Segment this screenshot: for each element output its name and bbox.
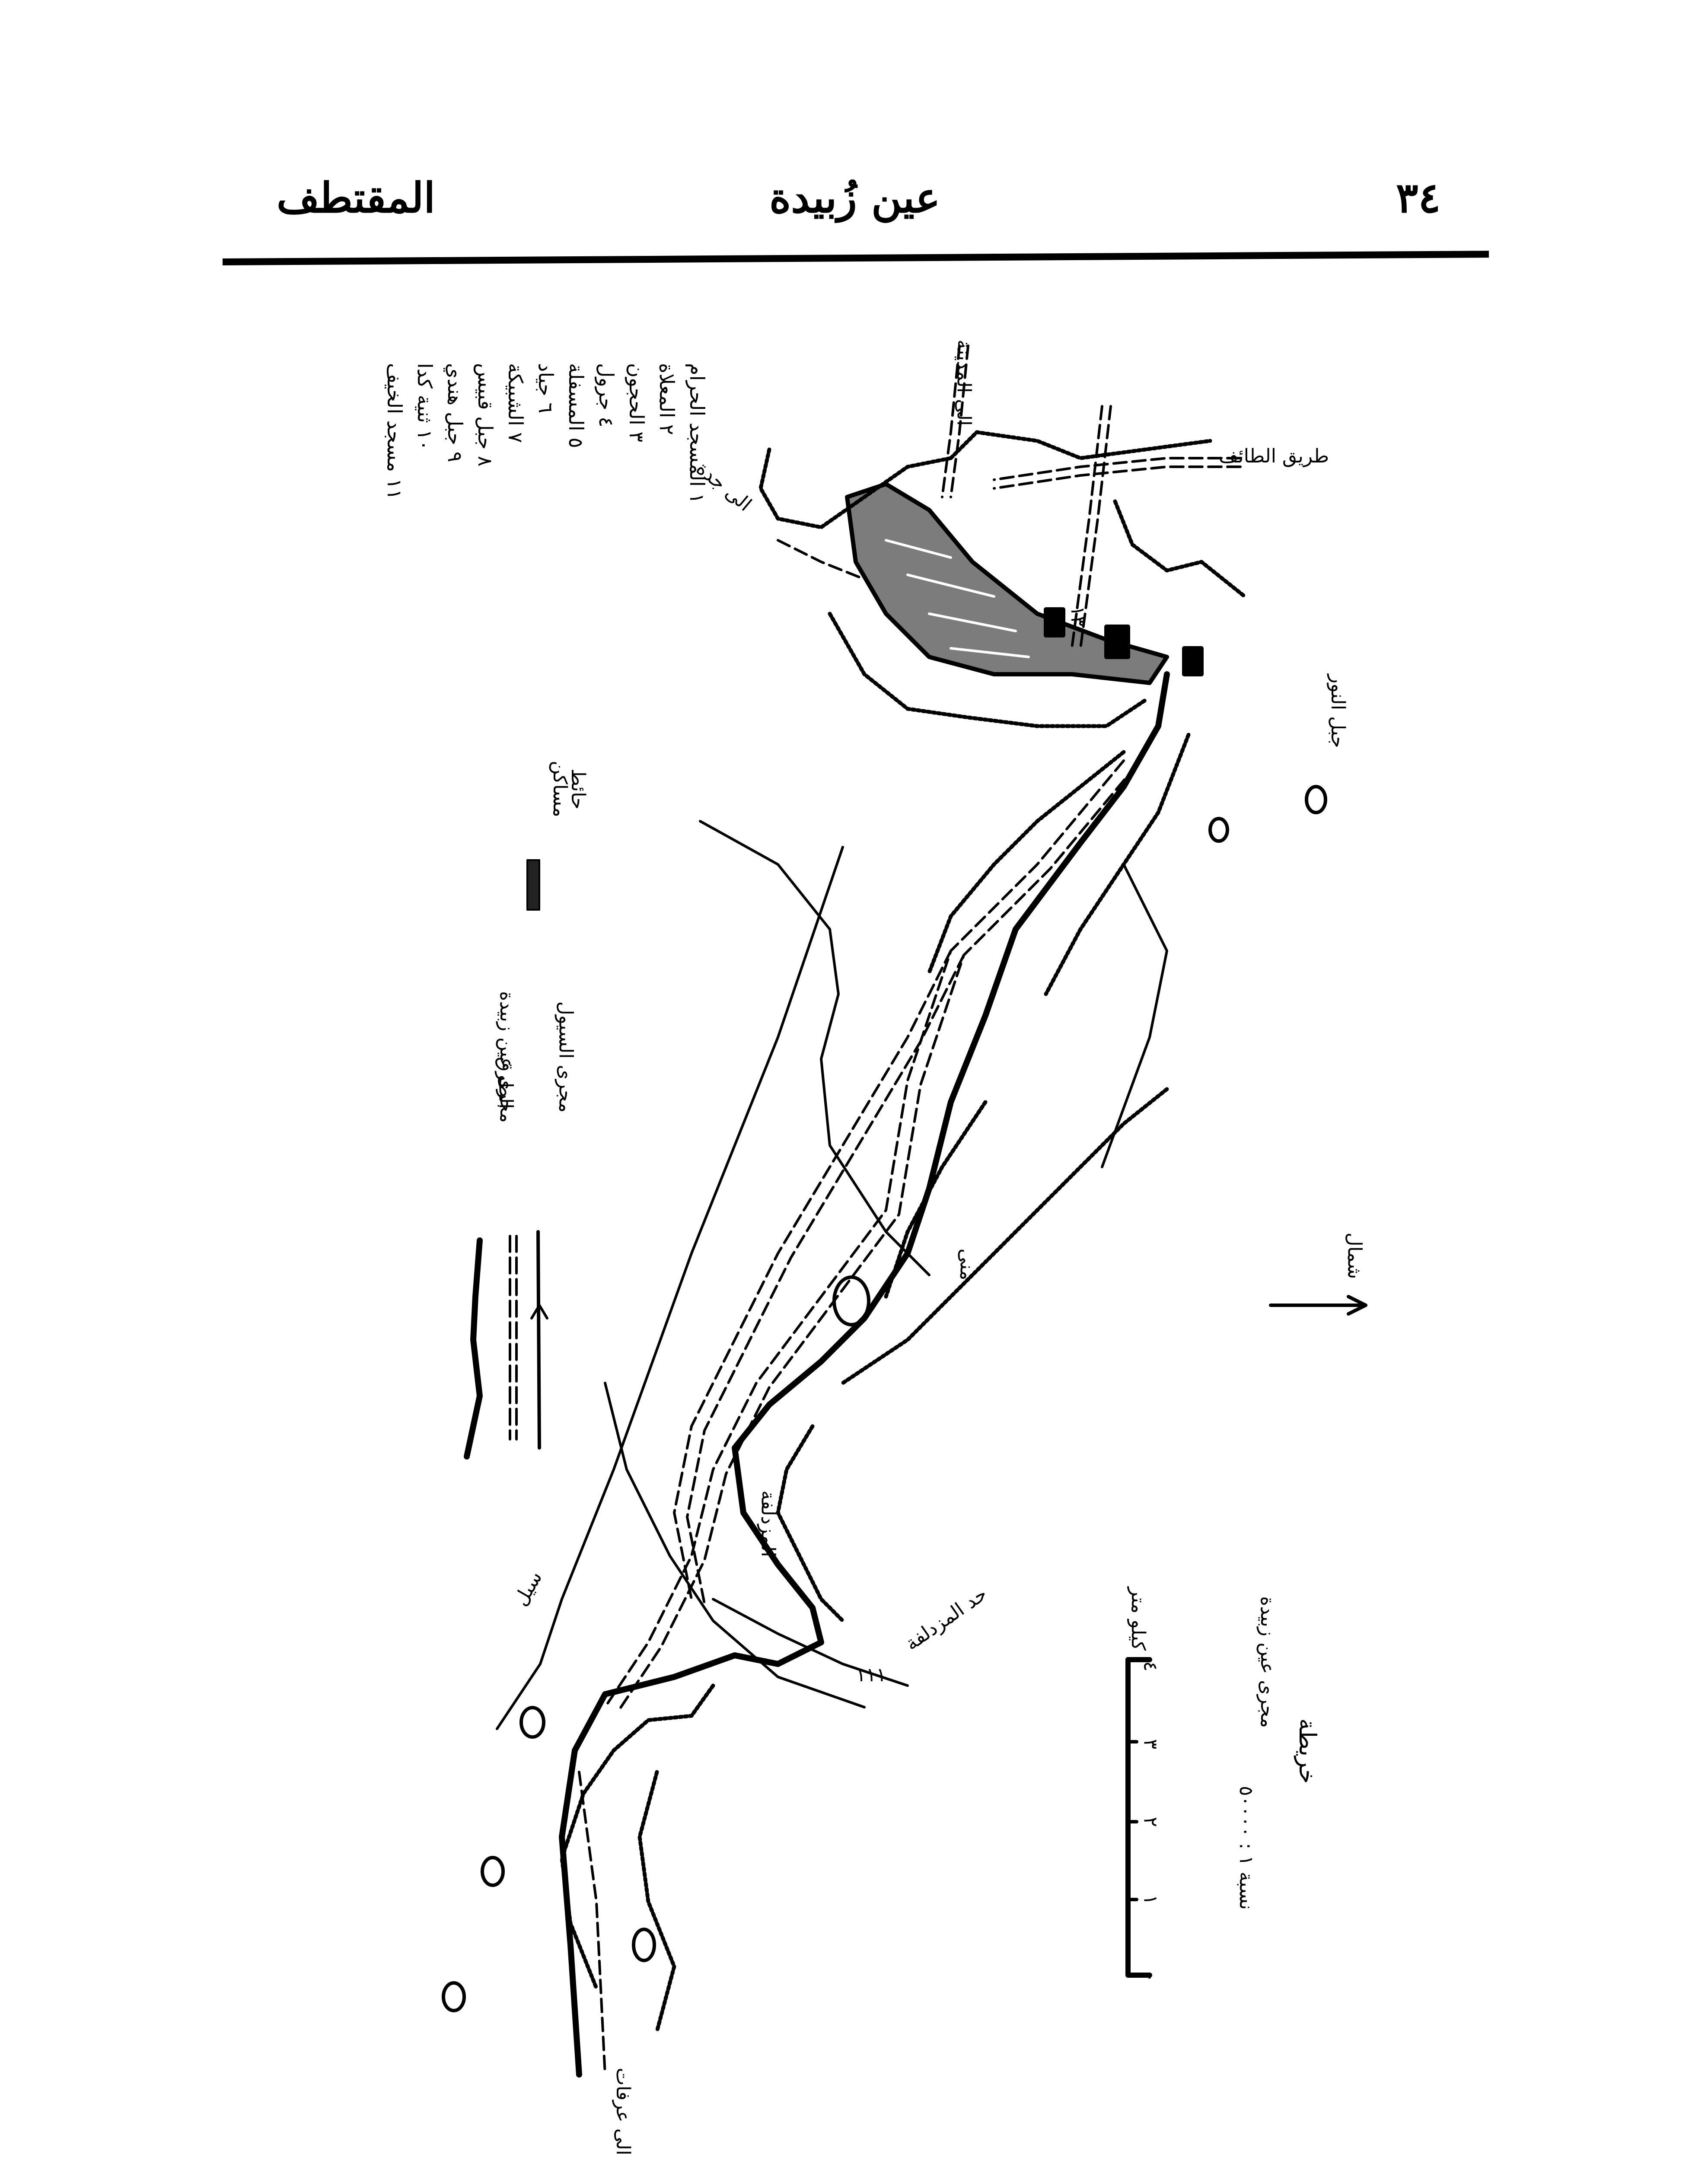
line-legend-samples bbox=[464, 1230, 548, 1460]
page-number: ٣٤ bbox=[1396, 173, 1441, 222]
marker-13-label: ١٣ bbox=[1067, 606, 1089, 627]
muzdalifa-boundary bbox=[712, 1598, 909, 1687]
to-madina-label: الى المدينة bbox=[953, 339, 975, 426]
article-title: عين زُبيدة bbox=[769, 173, 940, 222]
to-taif-label: طريق الطائف bbox=[1219, 445, 1329, 467]
map-scale-note: نسبة ١ : ٥٠٠٠٠ bbox=[1235, 1786, 1257, 1910]
scale-tick-label: ٣ bbox=[1139, 1739, 1162, 1750]
scale-tick-label: ٢ bbox=[1139, 1817, 1162, 1827]
jabal-nour-label: جبل النور bbox=[1326, 674, 1349, 748]
muzdalifa-label: المزدلفة bbox=[757, 1490, 779, 1557]
legend-channel-line bbox=[464, 1237, 483, 1460]
mecca-city bbox=[845, 482, 1204, 685]
arafat-label: الى عرفات bbox=[612, 2068, 634, 2155]
key-item: ٧ الشبيكة bbox=[504, 363, 527, 443]
scale-tick-label: ٠ bbox=[1139, 1972, 1162, 1983]
ain-zubaida-channel bbox=[559, 671, 1170, 2078]
north-arrow-icon bbox=[1269, 1295, 1367, 1316]
mina-label: منى bbox=[956, 1248, 978, 1281]
marker-111-label: ١١١ bbox=[856, 1664, 886, 1686]
legend-flood-label: مجرى السيول bbox=[554, 1001, 577, 1113]
header-rule bbox=[222, 251, 1489, 265]
scale-tick-label: ١ bbox=[1139, 1894, 1162, 1905]
legend-road-line bbox=[509, 1235, 518, 1441]
key-item: ١١ مسجد الخيف bbox=[383, 363, 406, 500]
scale-bar bbox=[1125, 1657, 1152, 1978]
north-label: شمال bbox=[1343, 1232, 1366, 1279]
key-item: ١٠ ثنية كدا bbox=[413, 363, 437, 451]
key-item: ٢ المعلاة bbox=[655, 363, 679, 435]
mountain-icons bbox=[442, 785, 1327, 2012]
flood-channels bbox=[496, 820, 1168, 1730]
legend-dwellings-swatch bbox=[526, 859, 540, 911]
scale-tick-label: ٤ bbox=[1139, 1661, 1162, 1672]
scale-unit-label: كيلو متر bbox=[1127, 1587, 1149, 1651]
legend-flood-line bbox=[536, 1230, 541, 1450]
jabal-nour-icon bbox=[1305, 785, 1327, 814]
key-item: ٣ الحجون bbox=[625, 363, 648, 443]
key-item: ٩ جبل هندي bbox=[443, 363, 467, 462]
key-item: ٥ المسفلة bbox=[564, 363, 588, 448]
map-subtitle: مجرى عين زبيدة bbox=[1256, 1596, 1278, 1728]
page-header: المقتطف عين زُبيدة ٣٤ bbox=[0, 0, 1708, 277]
map-title: خريطة bbox=[1294, 1718, 1322, 1784]
ain-zubaida-map bbox=[442, 344, 1367, 2078]
key-item: ٨ جبل قبيس bbox=[474, 363, 497, 467]
legend-wall-label: حائط bbox=[567, 768, 589, 810]
key-item: ٤ جرول bbox=[595, 363, 618, 427]
journal-name: المقتطف bbox=[277, 173, 436, 222]
legend-roads-label: الطرق bbox=[494, 1057, 517, 1109]
key-item: ٦ جياد bbox=[534, 363, 558, 414]
numbered-key: ١ المسجد الحرام ٢ المعلاة ٣ الحجون ٤ جرو… bbox=[337, 354, 726, 657]
